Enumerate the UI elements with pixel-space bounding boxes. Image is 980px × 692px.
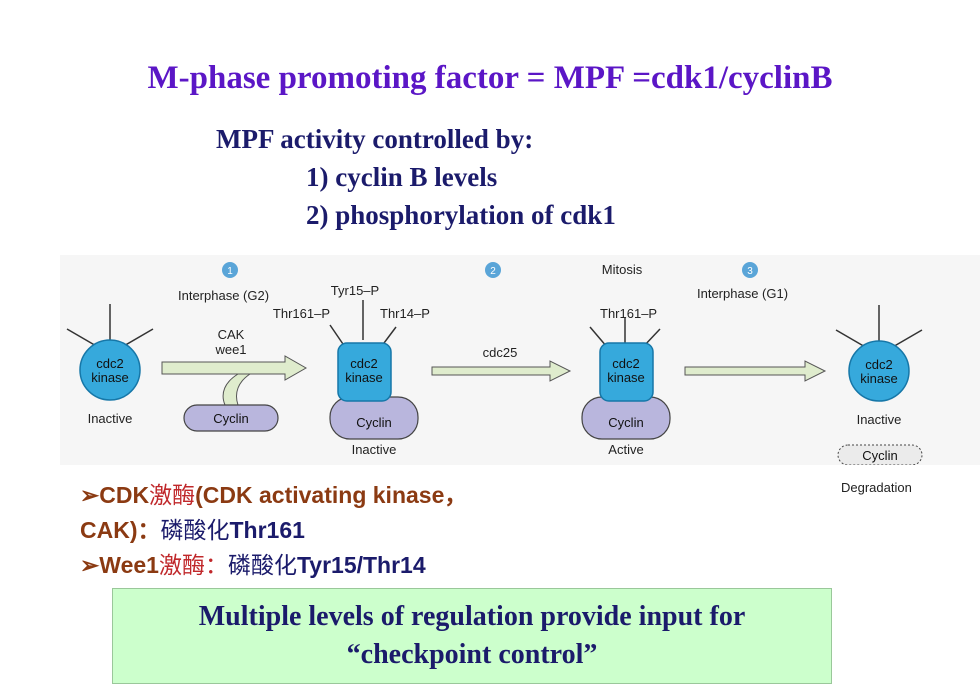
step-3-marker — [742, 262, 758, 278]
cell-cycle-diagram: 1 2 3 Interphase (G2) Mitosis Interphase… — [60, 255, 980, 465]
cdc2-kinase-inactive-final — [848, 340, 910, 402]
diagram-background — [60, 255, 980, 465]
subtitle-line-3: 2) phosphorylation of cdk1 — [306, 200, 616, 230]
checkpoint-callout: Multiple levels of regulation provide in… — [112, 588, 832, 684]
slide-title: M-phase promoting factor = MPF =cdk1/cyc… — [147, 60, 833, 96]
phase-mitosis: Mitosis — [602, 262, 643, 277]
cdc2-kinase-inactive — [79, 339, 141, 401]
kinase-3-label-line1: cdc2 — [612, 356, 639, 371]
kinase-1-label-line2: kinase — [91, 370, 129, 385]
degraded-cyclin-label: Cyclin — [862, 448, 897, 463]
enzyme-cak: CAK — [218, 327, 245, 342]
phase-interphase-g2: Interphase (G2) — [178, 288, 269, 303]
state-active: Active — [608, 442, 643, 457]
complex-active-kinase — [599, 342, 654, 402]
degradation-label: Degradation — [841, 480, 912, 495]
note-line-1: ➢CDK激酶(CDK activating kinase， — [80, 476, 467, 510]
note-1-kinase-cn: 激酶 — [149, 482, 196, 508]
note-1-cdk: CDK — [99, 482, 150, 508]
step-2-marker — [485, 262, 501, 278]
enzyme-wee1: wee1 — [214, 342, 246, 357]
bullet-arrow: ➢ — [80, 552, 100, 578]
cyclin-binding-arrow — [222, 373, 252, 406]
state-inactive-1: Inactive — [88, 411, 133, 426]
bullet-arrow: ➢ — [80, 482, 100, 508]
arrow-step-3 — [684, 360, 827, 382]
kinase-2-label-line2: kinase — [345, 370, 383, 385]
kinase-2-label-line1: cdc2 — [350, 356, 377, 371]
complex-3-cyclin-label: Cyclin — [608, 415, 643, 430]
note-2-thr161: Thr161 — [229, 517, 305, 543]
note-line-3: ➢Wee1激酶：磷酸化Tyr15/Thr14 — [80, 546, 426, 580]
phase-interphase-g1: Interphase (G1) — [697, 286, 788, 301]
callout-line-1: Multiple levels of regulation provide in… — [198, 601, 746, 632]
note-1-cak-full: (CDK activating kinase， — [195, 482, 468, 508]
callout-line-2: “checkpoint control” — [346, 639, 598, 670]
arrow-step-1 — [161, 355, 308, 381]
complex-2-cyclin-label: Cyclin — [356, 415, 391, 430]
free-cyclin-label: Cyclin — [213, 411, 248, 426]
kinase-4-label-line2: kinase — [860, 371, 898, 386]
subtitle-line-2: 1) cyclin B levels — [306, 162, 498, 192]
subtitle-line-1: MPF activity controlled by: — [216, 124, 534, 154]
complex-inactive-kinase — [337, 342, 392, 402]
note-2-phospho-cn: 磷酸化 — [160, 517, 230, 543]
kinase-3-label-line2: kinase — [607, 370, 645, 385]
step-1-number: 1 — [227, 266, 233, 277]
enzyme-cdc25: cdc25 — [483, 345, 518, 360]
note-line-2: CAK)：磷酸化Thr161 — [80, 511, 305, 545]
note-3-wee1: Wee1 — [99, 552, 159, 578]
degraded-cyclin — [837, 444, 923, 465]
phospho-thr14: Thr14–P — [380, 306, 430, 321]
arrow-step-2 — [431, 360, 572, 382]
phospho-tyr15: Tyr15–P — [331, 283, 379, 298]
step-3-number: 3 — [747, 266, 753, 277]
state-inactive-2: Inactive — [352, 442, 397, 457]
note-2-cak: CAK)： — [80, 517, 161, 543]
step-1-marker — [222, 262, 238, 278]
step-2-number: 2 — [490, 266, 496, 277]
state-inactive-3: Inactive — [857, 412, 902, 427]
phospho-thr161: Thr161–P — [273, 306, 330, 321]
free-cyclin — [183, 404, 279, 432]
phospho-thr161-active: Thr161–P — [600, 306, 657, 321]
note-3-phospho-cn: 磷酸化 — [227, 552, 297, 578]
kinase-4-label-line1: cdc2 — [865, 357, 892, 372]
kinase-1-label-line1: cdc2 — [96, 356, 123, 371]
note-3-residues: Tyr15/Thr14 — [296, 552, 426, 578]
note-3-kinase-cn: 激酶： — [158, 552, 228, 578]
